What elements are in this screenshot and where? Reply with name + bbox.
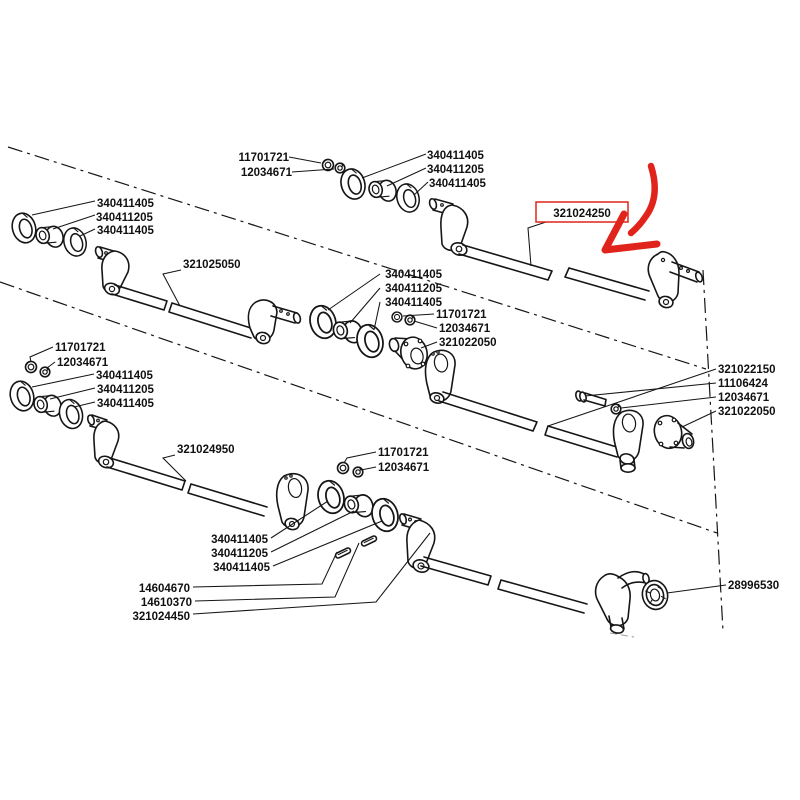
part-label-12034671-mid: 12034671 [439, 323, 491, 335]
construction-lines [0, 146, 724, 638]
fastener-set-leftmid [6, 359, 87, 433]
part-label-28996530: 28996530 [728, 580, 779, 592]
bushing-28996530 [641, 579, 669, 611]
part-label-340411405-left-1: 340411405 [97, 198, 155, 210]
part-label-11701721-top: 11701721 [238, 152, 289, 164]
part-label-340411205-lm-2: 340411205 [97, 384, 155, 396]
part-label-340411405-mid-1: 340411405 [385, 269, 443, 281]
part-label-11701721-bottom: 11701721 [378, 447, 429, 459]
part-label-340411205-left-2: 340411205 [96, 212, 154, 224]
part-label-12034671-right: 12034671 [718, 392, 770, 404]
part-label-321025050: 321025050 [183, 259, 241, 271]
part-label-14604670: 14604670 [139, 583, 190, 595]
fastener-set-top [320, 157, 424, 216]
part-label-340411405-top-3: 340411405 [429, 178, 487, 190]
part-label-12034671-leftmid: 12034671 [57, 357, 109, 369]
part-label-11701721-leftmid: 11701721 [55, 342, 106, 354]
hub-321022050-right [653, 414, 695, 450]
part-label-340411405-bot-3: 340411405 [213, 562, 271, 574]
part-label-340411405-lm-1: 340411405 [96, 370, 154, 382]
part-label-340411405-mid-3: 340411405 [385, 297, 443, 309]
part-label-321024950: 321024950 [177, 444, 235, 456]
part-label-321022150: 321022150 [718, 364, 776, 376]
part-label-12034671-top: 12034671 [241, 167, 293, 179]
part-number-labels: 11701721 12034671 340411405 340411205 34… [55, 150, 779, 623]
rod-assembly-321024450 [398, 513, 650, 634]
rod-assembly-321024950 [86, 414, 309, 531]
rod-assembly-321024250 [428, 197, 704, 309]
part-label-321022050-right: 321022050 [718, 406, 776, 418]
part-label-11106424: 11106424 [718, 378, 769, 390]
part-label-340411205-mid-2: 340411205 [385, 283, 443, 295]
part-label-340411205-top-2: 340411205 [427, 164, 485, 176]
part-label-321024250-highlighted: 321024250 [553, 208, 611, 220]
part-label-340411405-lm-3: 340411405 [97, 398, 155, 410]
part-label-321022050-mid: 321022050 [439, 337, 497, 349]
rod-assembly-321025050 [94, 245, 302, 345]
part-label-340411405-left-3: 340411405 [97, 225, 155, 237]
rod-assembly-321022150 [424, 349, 644, 473]
leader-lines [29, 153, 727, 615]
highlight-arrow [601, 162, 661, 254]
part-label-11701721-mid: 11701721 [436, 309, 487, 321]
seal-set-left [8, 209, 91, 260]
part-label-14610370: 14610370 [141, 597, 192, 609]
part-label-12034671-bottom: 12034671 [378, 462, 430, 474]
part-label-321024450: 321024450 [132, 611, 190, 623]
part-label-340411405-bot-1: 340411405 [211, 534, 269, 546]
part-label-340411205-bot-2: 340411205 [211, 548, 269, 560]
highlight-box [535, 201, 629, 223]
hub-321022050-middle [388, 336, 428, 370]
part-label-340411405-top-1: 340411405 [427, 150, 485, 162]
